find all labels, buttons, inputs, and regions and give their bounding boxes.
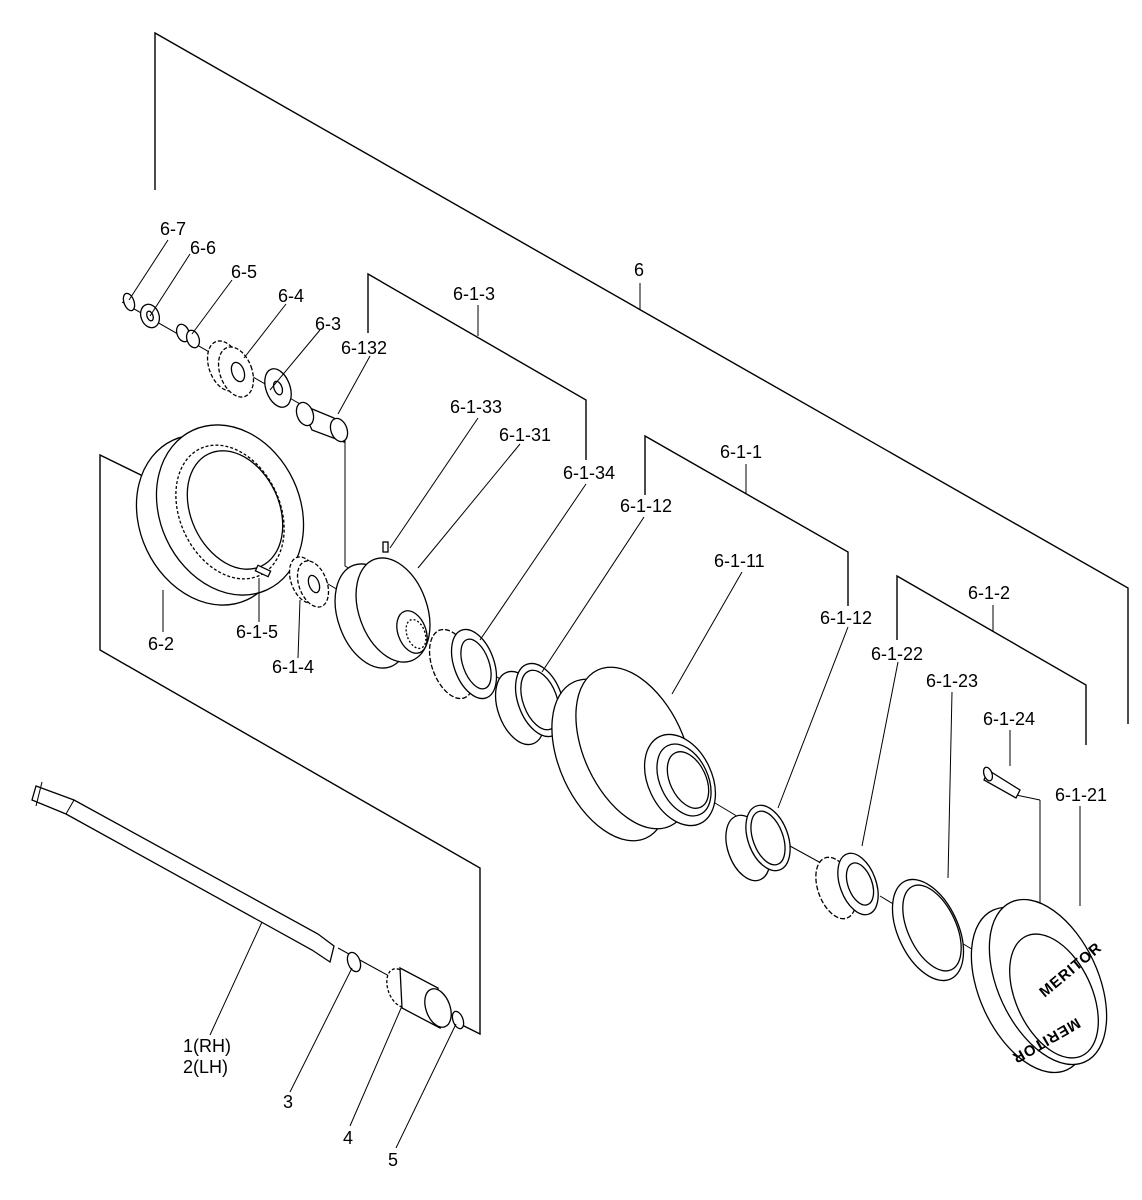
bracket-6 [154,31,1129,724]
pin-6-132 [295,401,349,444]
snap-ring-6-7 [122,292,136,312]
label-4: 4 [343,1128,353,1148]
hub-cap-6-1-21: MERITOR MERITOR [970,898,1108,1074]
pin-6-1-5 [254,564,272,578]
bearing-cone-6-1-34 [428,628,498,700]
gear-6-1-4 [288,556,330,608]
label-2-lh: 2(LH) [183,1057,228,1077]
label-6-1-34: 6-1-34 [563,463,615,483]
label-6-1-23: 6-1-23 [926,671,978,691]
part-labels: 6 6-7 6-6 6-5 6-4 6-3 6-132 6-1-3 6-1-33… [148,219,1107,1170]
carrier-6-1-31 [334,557,431,669]
label-6-1-2: 6-1-2 [968,583,1010,603]
label-6-4: 6-4 [278,286,304,306]
label-6-1-31: 6-1-31 [499,425,551,445]
spline-collar-4 [386,966,452,1030]
gear-6-4 [206,340,255,398]
bolt-6-1-33 [382,541,389,553]
label-6-1-24: 6-1-24 [983,709,1035,729]
label-6-1-1: 6-1-1 [720,442,762,462]
bracket-6-1-3 [367,272,587,460]
bracket-shaft-group [99,453,481,1036]
snap-ring-5 [451,1010,465,1030]
label-6-1-21: 6-1-21 [1055,785,1107,805]
label-6-1-33: 6-1-33 [450,397,502,417]
label-6-1-4: 6-1-4 [272,657,314,677]
snap-ring-3 [346,951,362,973]
label-6-132: 6-132 [341,338,387,358]
bearing-cup-6-1-12-b [725,804,791,882]
bearing-cone-6-1-22 [815,852,879,920]
label-6-2: 6-2 [148,634,174,654]
hub-6-1-11 [551,666,717,842]
label-6-6: 6-6 [190,238,216,258]
label-6-1-12-a: 6-1-12 [620,496,672,516]
label-6-5: 6-5 [231,262,257,282]
label-6-7: 6-7 [160,219,186,239]
label-6-1-12-b: 6-1-12 [820,608,872,628]
ring-gear-6-2 [135,424,305,606]
label-3: 3 [283,1092,293,1112]
bolt-6-1-24 [982,766,1021,799]
bracket-6-1-1 [644,434,849,606]
label-6-3: 6-3 [315,314,341,334]
label-6-1-11: 6-1-11 [714,551,765,571]
label-5: 5 [388,1150,398,1170]
label-1-rh: 1(RH) [183,1036,231,1056]
axle-shaft [31,781,335,964]
seal-6-1-23 [891,878,965,982]
label-6-1-22: 6-1-22 [871,644,923,664]
thrust-washer-6-3 [264,368,292,408]
bushing-6-5 [175,323,201,349]
leader-lines [128,239,1081,1149]
label-6-1-3: 6-1-3 [453,284,495,304]
bracket-6-1-2 [896,574,1087,745]
label-6-1-5: 6-1-5 [236,622,278,642]
label-6: 6 [634,260,644,280]
